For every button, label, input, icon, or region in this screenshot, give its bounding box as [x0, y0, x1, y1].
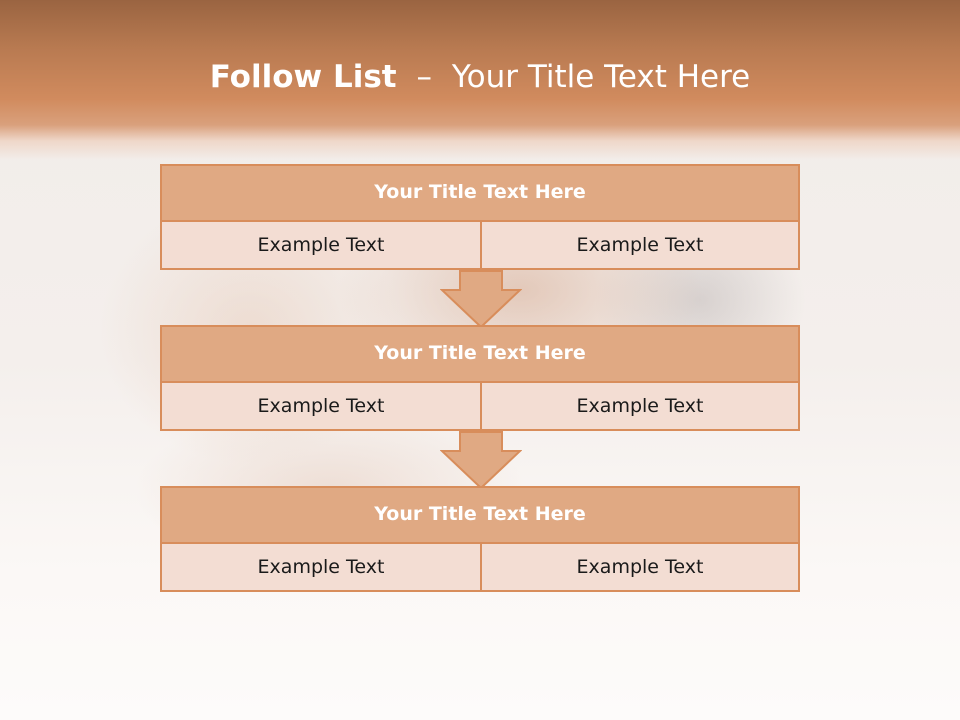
title-bold: Follow List [209, 59, 397, 95]
step-block: Your Title Text Here Example Text Exampl… [160, 486, 800, 592]
slide-title: Follow List – Your Title Text Here [0, 52, 960, 102]
step-title: Your Title Text Here [162, 166, 798, 222]
step-cell-left: Example Text [162, 544, 482, 590]
step-block: Your Title Text Here Example Text Exampl… [160, 325, 800, 431]
step-block: Your Title Text Here Example Text Exampl… [160, 164, 800, 270]
header-band [0, 0, 960, 160]
title-separator: – [416, 59, 432, 95]
down-arrow-icon [440, 270, 522, 328]
step-cell-left: Example Text [162, 383, 482, 429]
step-title: Your Title Text Here [162, 327, 798, 383]
step-cell-right: Example Text [482, 383, 798, 429]
title-rest: Your Title Text Here [451, 59, 751, 95]
down-arrow-icon [440, 431, 522, 489]
step-cell-left: Example Text [162, 222, 482, 268]
step-title: Your Title Text Here [162, 488, 798, 544]
step-cell-right: Example Text [482, 222, 798, 268]
step-cell-right: Example Text [482, 544, 798, 590]
